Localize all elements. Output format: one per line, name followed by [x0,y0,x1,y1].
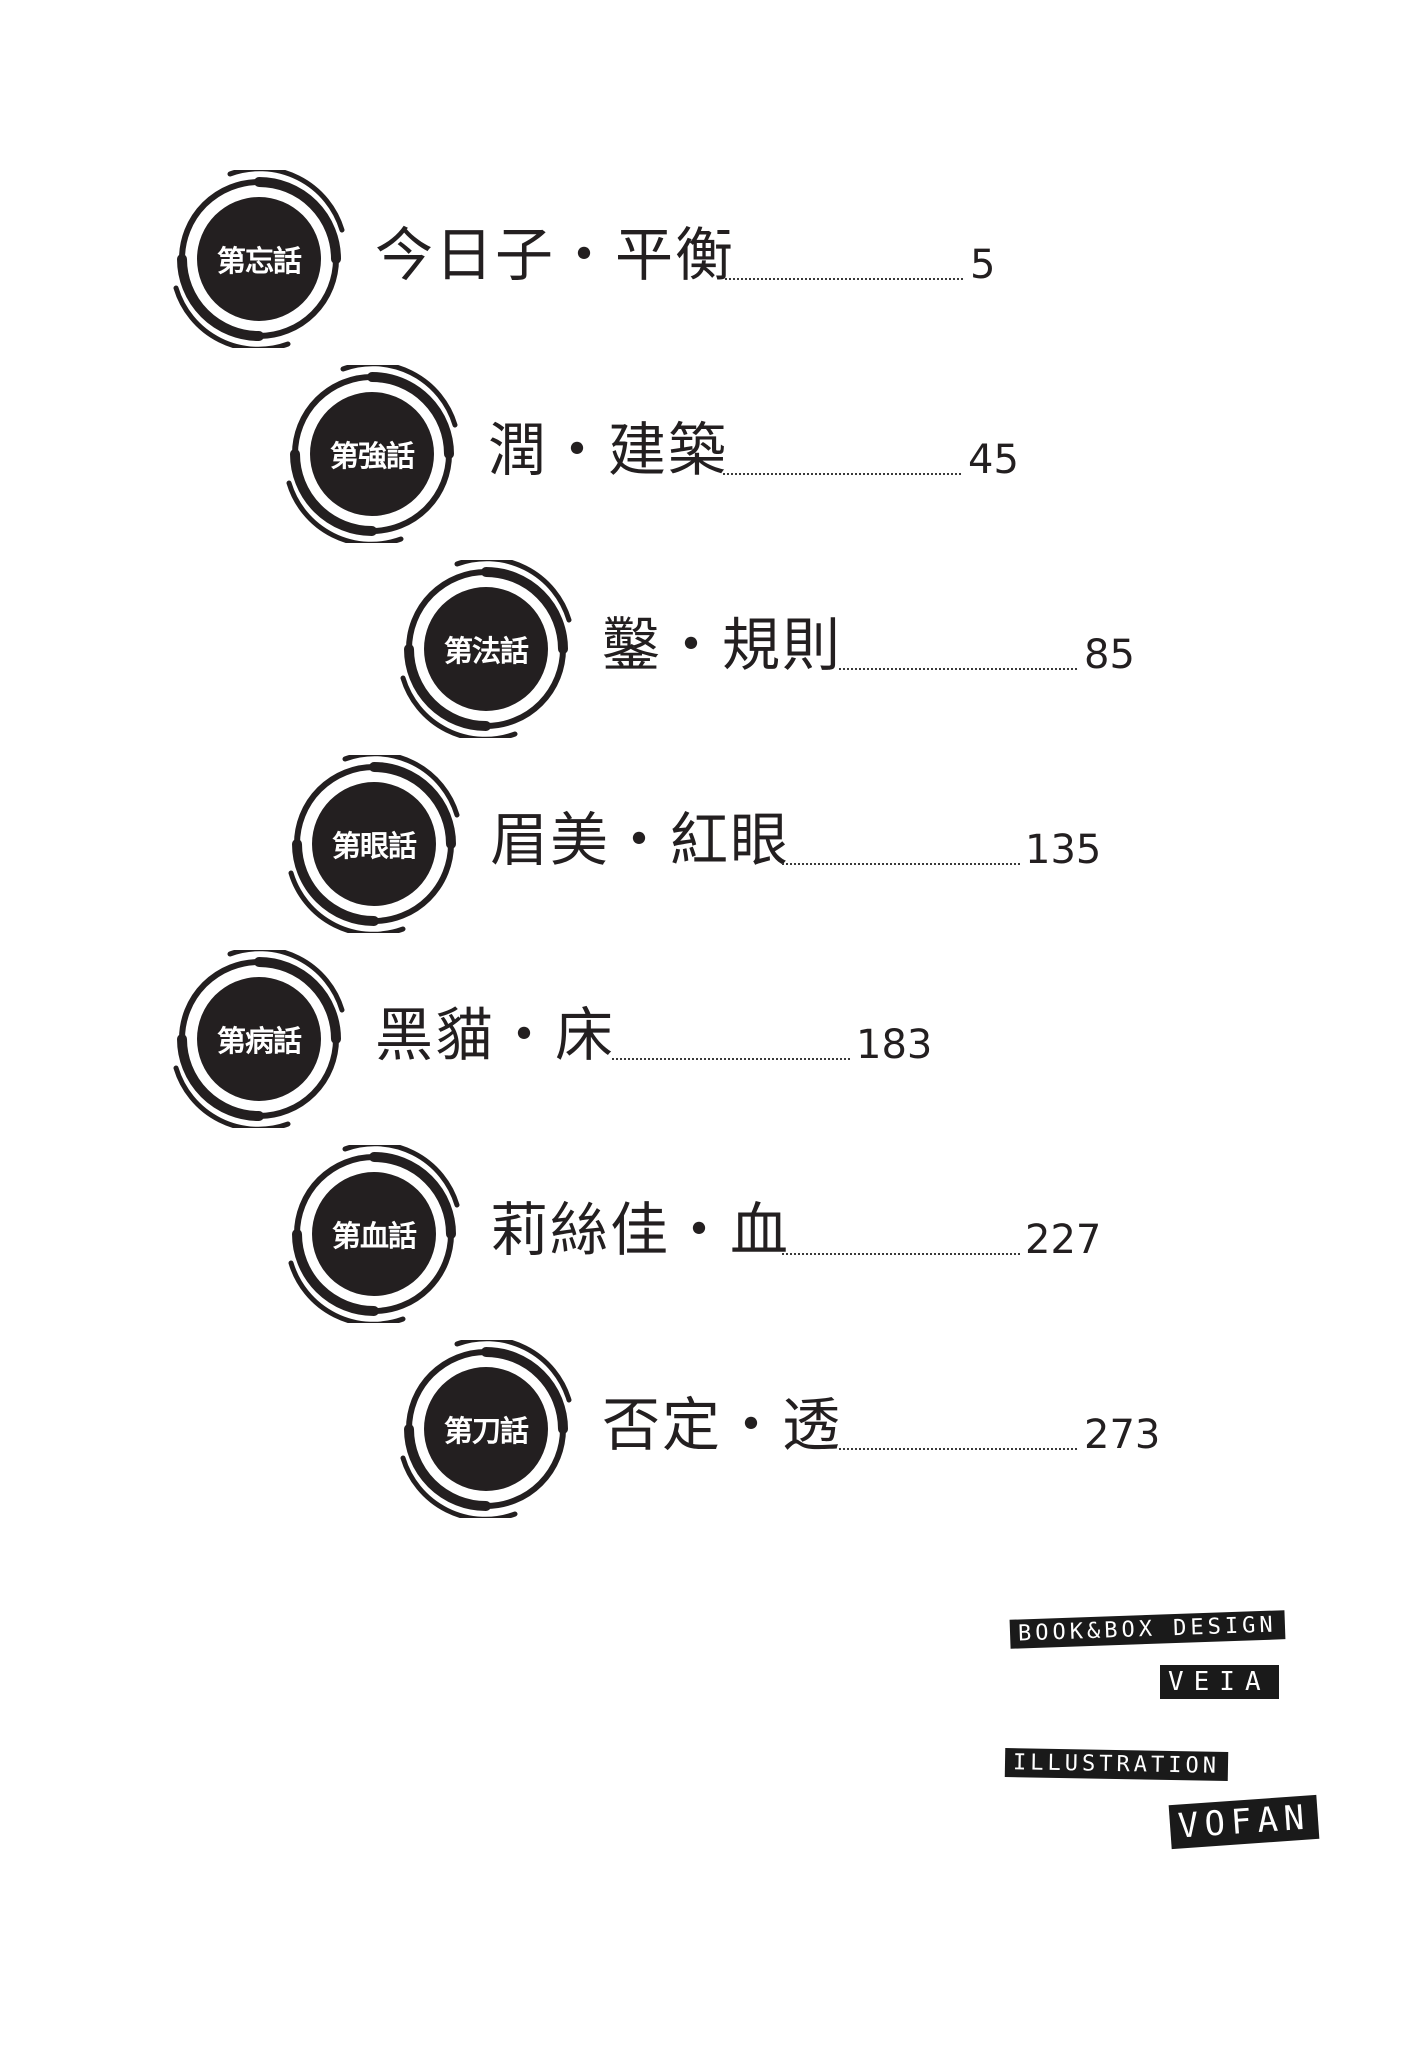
dotted-leader [782,863,1020,865]
chapter-title: 眉美・紅眼 [490,806,791,874]
page-number: 85 [1084,632,1135,678]
swirl-emblem-icon: 第病話 [170,950,348,1128]
book-designer-name: VEIA [1160,1665,1279,1699]
page-number: 227 [1025,1217,1102,1263]
page-number: 273 [1084,1412,1161,1458]
toc-entry[interactable]: 第刀話 否定・透 273 [397,1340,1297,1520]
chapter-title: 莉絲佳・血 [490,1196,791,1264]
chapter-badge: 第病話 [216,1024,302,1058]
chapter-badge: 第法話 [443,634,529,668]
swirl-emblem-icon: 第忘話 [170,170,348,348]
swirl-emblem-icon: 第眼話 [285,755,463,933]
page-number: 135 [1025,827,1102,873]
chapter-title: 今日子・平衡 [375,221,736,289]
book-design-label: BOOK&BOX DESIGN [1009,1610,1286,1649]
dotted-leader [723,473,961,475]
table-of-contents: 第忘話 今日子・平衡 5 第強話 潤・建築 45 [170,170,1297,1520]
chapter-badge: 第眼話 [331,829,417,863]
toc-entry[interactable]: 第血話 莉絲佳・血 227 [285,1145,1185,1325]
dotted-leader [839,668,1077,670]
chapter-title: 黑貓・床 [375,1001,616,1069]
dotted-leader [725,278,963,280]
toc-entry[interactable]: 第病話 黑貓・床 183 [170,950,1070,1130]
dotted-leader [782,1253,1020,1255]
chapter-title: 鑿・規則 [602,611,843,679]
swirl-emblem-icon: 第法話 [397,560,575,738]
toc-entry[interactable]: 第法話 鑿・規則 85 [397,560,1297,740]
chapter-badge: 第忘話 [216,244,302,278]
swirl-emblem-icon: 第刀話 [397,1340,575,1518]
page-number: 5 [970,242,996,288]
chapter-badge: 第刀話 [443,1414,529,1448]
illustrator-name: VOFAN [1168,1794,1320,1850]
dotted-leader [839,1448,1077,1450]
chapter-title: 潤・建築 [488,416,729,484]
toc-entry[interactable]: 第眼話 眉美・紅眼 135 [285,755,1185,935]
toc-entry[interactable]: 第強話 潤・建築 45 [283,365,1183,545]
chapter-badge: 第強話 [329,439,415,473]
swirl-emblem-icon: 第強話 [283,365,461,543]
chapter-badge: 第血話 [331,1219,417,1253]
swirl-emblem-icon: 第血話 [285,1145,463,1323]
page-number: 183 [856,1022,933,1068]
chapter-title: 否定・透 [602,1391,843,1459]
illustration-label: ILLUSTRATION [1004,1748,1229,1781]
toc-entry[interactable]: 第忘話 今日子・平衡 5 [170,170,1070,350]
page-number: 45 [968,437,1019,483]
dotted-leader [612,1058,850,1060]
